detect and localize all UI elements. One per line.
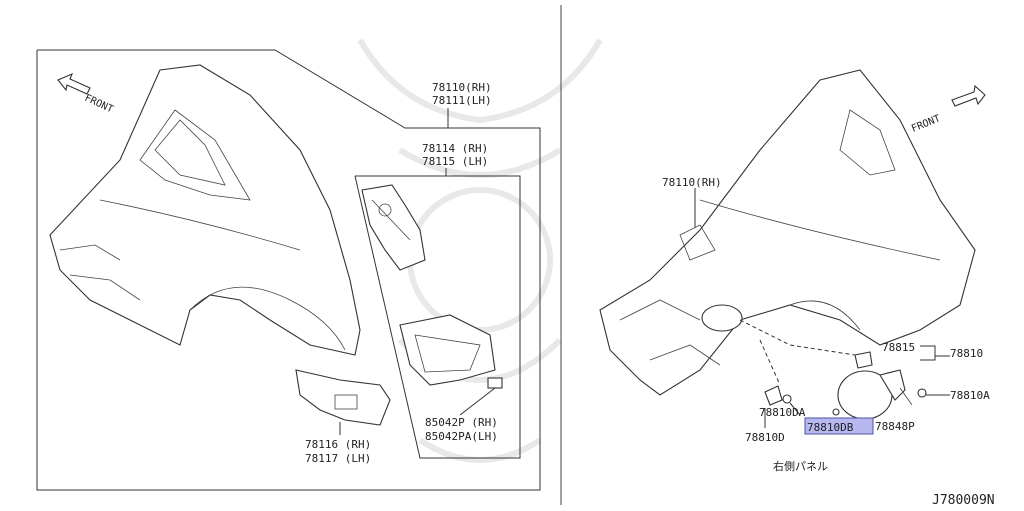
callout-78810db: 78810DB: [807, 421, 854, 434]
callout-78116-rh: 78116 (RH): [305, 438, 371, 451]
right-panel: FRONT: [599, 69, 990, 473]
part-78114-bracket: [361, 184, 426, 271]
callout-78815: 78815: [882, 341, 915, 354]
quarter-panel-left: [49, 64, 361, 356]
left-panel: FRONT: [36, 49, 541, 491]
callout-78114-rh: 78114 (RH): [422, 142, 488, 155]
callout-78810: 78810: [950, 347, 983, 360]
part-78116-bracket: [295, 369, 391, 426]
callout-85042pa-lh: 85042PA(LH): [425, 430, 498, 443]
callout-78810a: 78810A: [950, 389, 990, 402]
diagram-code: J780009N: [932, 493, 995, 508]
callout-78110-rh-right: 78110(RH): [662, 176, 722, 189]
callout-85042p-rh: 85042P (RH): [425, 416, 498, 429]
callout-78111-lh: 78111(LH): [432, 94, 492, 107]
caption-right-panel: 右側パネル: [773, 459, 828, 473]
front-arrow-right: FRONT: [910, 84, 986, 135]
callout-78848p: 78848P: [875, 420, 915, 433]
front-label-right: FRONT: [910, 113, 942, 134]
fuel-lid-assembly: [764, 351, 927, 420]
part-85042p-bracket: [399, 314, 503, 389]
callout-78117-lh: 78117 (LH): [305, 452, 371, 465]
front-arrow-left: FRONT: [57, 72, 115, 116]
callout-78810da: 78810DA: [759, 406, 806, 419]
quarter-panel-right: [599, 69, 976, 396]
callout-78115-lh: 78115 (LH): [422, 155, 488, 168]
highlight-78810db: [804, 417, 874, 435]
callout-78110-rh: 78110(RH): [432, 81, 492, 94]
front-label-left: FRONT: [83, 93, 115, 116]
callout-78810d: 78810D: [745, 431, 785, 444]
